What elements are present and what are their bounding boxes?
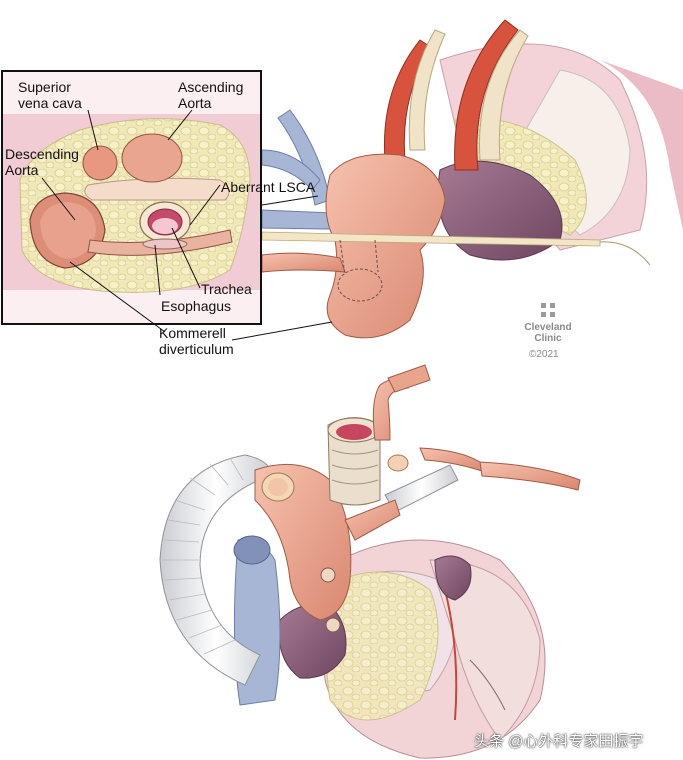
- label-kommerell-diverticulum: Kommerell diverticulum: [159, 325, 234, 357]
- top-anatomy-view: [261, 19, 683, 339]
- cleveland-clinic-logo: [541, 303, 555, 317]
- label-esophagus: Esophagus: [161, 298, 232, 314]
- label-superior-vena-cava-line2: vena cava: [18, 95, 82, 111]
- label-descending-aorta-line2: Aorta: [5, 162, 39, 178]
- label-aberrant-lsca: Aberrant LSCA: [221, 179, 316, 195]
- copyright-text: ©2021: [529, 349, 559, 360]
- label-superior-vena-cava: Superior vena cava: [18, 79, 82, 111]
- logo-line2: Clinic: [534, 333, 562, 344]
- label-descending-aorta-line1: Descending: [5, 146, 79, 162]
- cleveland-clinic-wordmark: Cleveland Clinic: [522, 322, 574, 344]
- bottom-repair-view: [159, 364, 581, 759]
- label-kommerell-line2: diverticulum: [159, 341, 234, 357]
- logo-line1: Cleveland: [524, 322, 572, 333]
- watermark-text: 头条 @心外科专家田振宇: [474, 733, 644, 750]
- label-ascending-aorta-line2: Aorta: [178, 95, 212, 111]
- label-kommerell-line1: Kommerell: [159, 325, 226, 341]
- label-superior-vena-cava-line1: Superior: [18, 79, 71, 95]
- label-ascending-aorta: Ascending Aorta: [178, 79, 243, 111]
- cross-section-inset: [1, 70, 333, 341]
- label-descending-aorta: Descending Aorta: [5, 146, 79, 178]
- label-ascending-aorta-line1: Ascending: [178, 79, 244, 95]
- label-trachea: Trachea: [201, 281, 252, 297]
